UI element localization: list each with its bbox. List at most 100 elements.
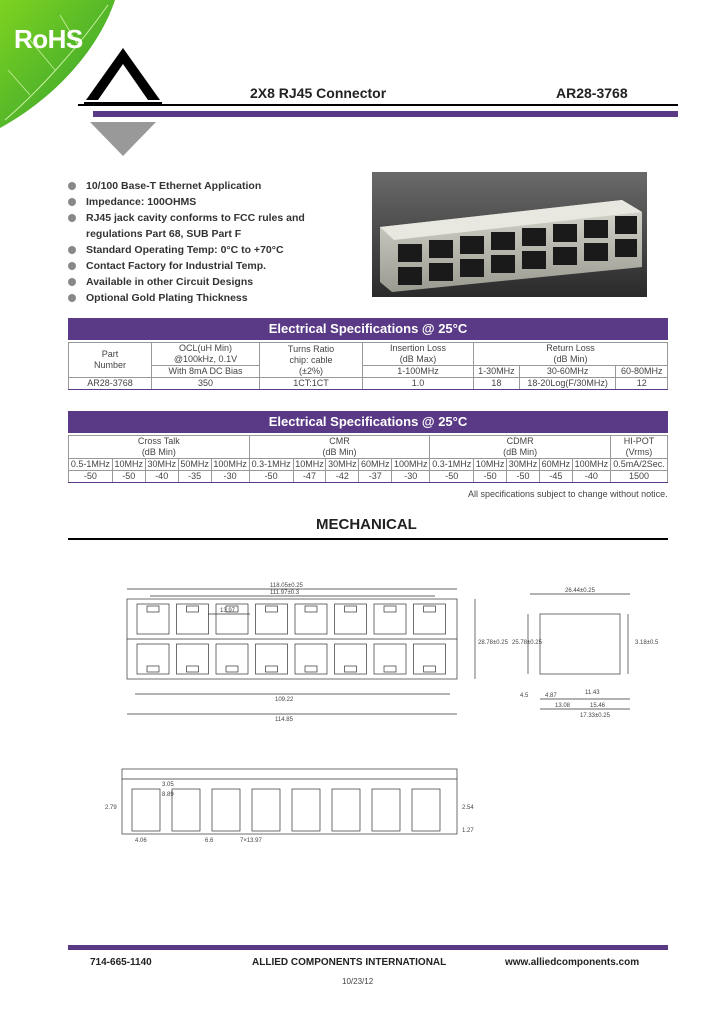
dim-side-d: 13.08: [555, 703, 571, 709]
dim-pitch-detail: 13.97: [220, 608, 236, 614]
col-header: (±2%): [299, 365, 323, 376]
table-cell: -35: [177, 470, 212, 483]
dim-side-c: 11.43: [585, 690, 600, 696]
band: 50MHz: [177, 458, 212, 471]
dim-bot-g: 2.54: [462, 805, 474, 811]
port-outline: [373, 603, 407, 635]
dim-inner-top: 111.97±0.3: [270, 590, 300, 596]
col-header: Number: [93, 360, 126, 370]
col-header: @100kHz, 0.1V: [173, 354, 238, 364]
col-header: Turns Ratio: [287, 343, 335, 354]
mechanical-drawing: 118.05±0.25 111.97±0.3 13.97 109.22 114.…: [105, 583, 659, 844]
port-latch: [265, 605, 278, 613]
company-logo: [84, 48, 162, 156]
port-latch: [265, 665, 278, 673]
feature-list: 10/100 Base-T Ethernet Application Imped…: [68, 178, 305, 306]
port-outline: [255, 643, 288, 675]
col-header: Insertion Loss: [389, 343, 447, 353]
port-latch: [225, 605, 239, 613]
part-number: AR28-3768: [556, 85, 628, 101]
dim-bot-h: 1.27: [462, 828, 474, 834]
table-cell: -45: [538, 470, 573, 483]
pin-footprint: [411, 788, 441, 832]
col-header: (dB Min): [141, 447, 176, 457]
table-cell: -50: [429, 470, 475, 483]
band: 30MHz: [506, 458, 540, 471]
port-outline: [176, 643, 209, 675]
port-outline: [294, 643, 328, 675]
dim-side-e: 15.46: [590, 703, 606, 709]
spec-table-2: Cross Talk(dB Min) CMR(dB Min) CDMR(dB M…: [68, 435, 669, 483]
col-header: Cross Talk: [137, 436, 180, 446]
product-photo: [372, 172, 647, 297]
col-header: CDMR: [506, 436, 534, 446]
feature-item: Available in other Circuit Designs: [68, 274, 305, 290]
rohs-label: RoHS: [14, 24, 83, 54]
mechanical-title: MECHANICAL: [316, 516, 417, 533]
footer-date: 10/23/12: [342, 977, 374, 986]
feature-item: Standard Operating Temp: 0°C to +70°C: [68, 242, 305, 258]
table-cell: -47: [292, 470, 327, 483]
band: 60MHz: [538, 458, 573, 471]
band: 0.3-1MHz: [429, 458, 475, 471]
rohs-leaf-badge: [0, 0, 115, 128]
dim-bot-e: 6.6: [205, 838, 214, 844]
table-cell: -37: [358, 470, 393, 483]
footer-company: ALLIED COMPONENTS INTERNATIONAL: [252, 957, 447, 968]
port-outline: [413, 643, 446, 675]
feature-item-continued: regulations Part 68, SUB Part F: [86, 228, 242, 240]
band: 1-30MHz: [473, 365, 520, 378]
band: 60MHz: [358, 458, 393, 471]
band: 10MHz: [473, 458, 508, 471]
table-cell: -50: [506, 470, 540, 483]
port-latch: [225, 665, 239, 673]
spec-note: All specifications subject to change wit…: [468, 489, 668, 499]
footer-website[interactable]: www.alliedcomponents.com: [505, 957, 640, 968]
col-header: Part: [101, 349, 119, 359]
port-outline: [136, 643, 170, 675]
feature-item: RJ45 jack cavity conforms to FCC rules a…: [68, 210, 305, 226]
spec-table-1-title: Electrical Specifications @ 25°C: [68, 318, 668, 340]
port-latch: [186, 605, 199, 613]
port-latch: [423, 665, 436, 673]
col-header: (dB Min): [322, 447, 357, 457]
pin-footprint: [251, 788, 281, 832]
feature-item: Impedance: 100OHMS: [68, 194, 305, 210]
band: 0.3-1MHz: [248, 458, 294, 471]
dim-bot-f: 7×13.97: [240, 838, 263, 844]
col-header: (dB Min): [553, 354, 588, 364]
port-latch: [146, 605, 160, 613]
table-cell: -50: [68, 470, 113, 483]
dim-side-f: 17.33±0.25: [580, 713, 611, 719]
port-latch: [304, 665, 318, 673]
col-header: (dB Min): [503, 447, 538, 457]
band: 30MHz: [325, 458, 360, 471]
mechanical-rule: [68, 538, 668, 540]
table-cell: -40: [144, 470, 179, 483]
pin-footprint: [171, 788, 201, 832]
col-header: (dB Max): [399, 354, 437, 364]
col-header: HI-POT: [623, 436, 655, 446]
table-cell: 12: [615, 377, 668, 390]
dim-bottom-inner: 109.22: [275, 697, 294, 703]
table-cell: -40: [571, 470, 611, 483]
footer-phone: 714-665-1140: [90, 957, 152, 968]
table-cell: 350: [151, 377, 260, 390]
band: 10MHz: [111, 458, 146, 471]
band: 0.5mA/2Sec.: [609, 458, 669, 471]
port-outline: [136, 603, 170, 635]
band: 100MHz: [210, 458, 250, 471]
port-outline: [334, 643, 367, 675]
pin-footprint: [211, 788, 241, 832]
ocl-bias: With 8mA DC Bias: [151, 365, 260, 378]
band: 60-80MHz: [615, 365, 668, 378]
dim-side-a: 4.5: [520, 693, 529, 699]
pin-footprint: [131, 788, 161, 832]
pin-footprint: [331, 788, 361, 832]
port-latch: [304, 605, 318, 613]
dim-bottom-outer: 114.85: [275, 717, 294, 723]
col-header: OCL(uH Min): [178, 343, 232, 353]
pin-footprint: [371, 788, 401, 832]
dim-side-g: 3.18±0.5: [635, 640, 659, 646]
